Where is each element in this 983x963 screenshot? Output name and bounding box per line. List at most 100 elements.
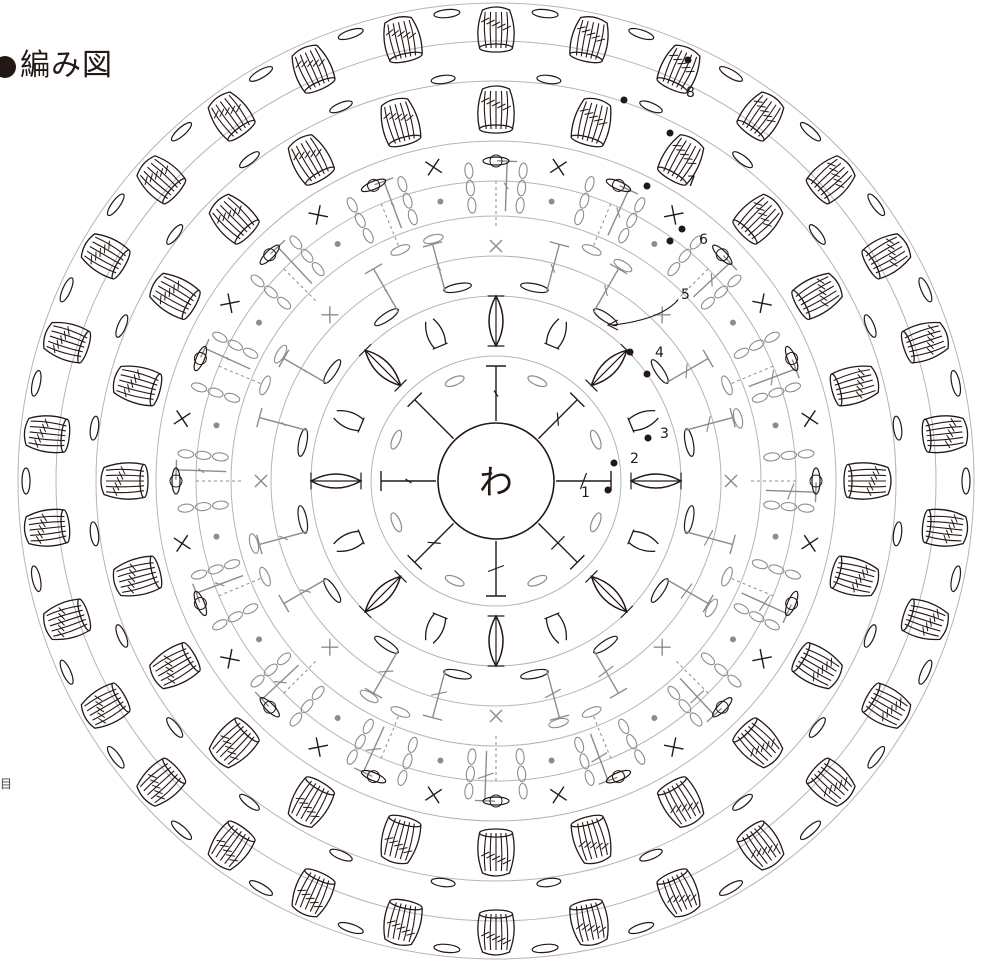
single-crochet-symbol (489, 709, 503, 723)
double-crochet-bar (706, 416, 711, 433)
single-crochet-symbol (549, 158, 568, 176)
chain-stitch-symbol (715, 700, 729, 714)
double-crochet-top (814, 482, 817, 503)
guide-circle (95, 80, 897, 882)
cluster-base (585, 570, 598, 583)
chain-stitch-symbol (768, 564, 785, 575)
chain-stitch-symbol (892, 521, 903, 547)
double-crochet-top (374, 177, 394, 186)
chain-stitch-symbol (444, 375, 465, 388)
chain-stitch-symbol (489, 154, 503, 168)
small-cluster-symbol (627, 529, 659, 553)
chain-stitch-symbol (106, 745, 125, 769)
single-crochet-symbol (801, 534, 819, 553)
chain-stitch-symbol (297, 505, 309, 534)
chain-stitch-symbol (892, 415, 903, 441)
double-crochet-top (609, 687, 628, 699)
slip-stitch-dot (256, 319, 263, 326)
chain-stitch-symbol (354, 734, 366, 750)
guide-circle (370, 355, 622, 607)
chain-stitch-symbol (273, 344, 288, 364)
double-crochet-top (474, 799, 495, 802)
double-crochet-top (722, 254, 738, 271)
double-crochet-top (619, 185, 639, 195)
tall-stitch-group-symbol (207, 820, 256, 871)
chain-stitch-symbol (784, 590, 799, 617)
chain-stitch-symbol (360, 178, 387, 193)
chain-stitch-symbol (918, 659, 933, 685)
chain-stitch-symbol (259, 375, 271, 396)
chain-stitch-symbol (780, 450, 798, 460)
single-crochet-symbol (308, 737, 329, 757)
single-crochet-symbol (801, 409, 819, 428)
tall-stitch-group-symbol (23, 415, 71, 454)
tall-stitch-group-symbol (805, 757, 856, 807)
round-5-arrow (611, 299, 679, 326)
tall-stitch-group-symbol (656, 134, 705, 186)
chain-stitch-symbol (277, 652, 292, 666)
guide-dash (283, 660, 317, 694)
slip-stitch-dot (213, 533, 220, 540)
chain-stitch-symbol (808, 717, 826, 738)
tall-stitch-group-symbol (136, 155, 187, 205)
double-crochet-top (569, 554, 585, 570)
tall-stitch-group-symbol (570, 814, 612, 865)
cluster-top (358, 605, 372, 619)
chain-stitch-symbol (639, 100, 663, 114)
chain-stitch-symbol (626, 734, 638, 750)
guide-circle (270, 255, 722, 707)
single-crochet-symbol (724, 474, 738, 488)
chain-stitch-symbol (212, 331, 228, 343)
slip-stitch-dot (651, 241, 658, 248)
chain-stitch-symbol (799, 121, 822, 142)
double-crochet-bar (758, 595, 771, 612)
tall-stitch-group-symbol (383, 16, 423, 64)
chain-stitch-symbol (397, 175, 408, 193)
chain-stitch-symbol (628, 27, 655, 41)
chain-stitch-symbol (263, 663, 278, 677)
chain-stitch-symbol (362, 718, 374, 735)
chain-stitch-symbol (359, 689, 379, 704)
chain-stitch-symbol (700, 296, 715, 310)
round-start-dot (643, 370, 651, 378)
guide-dash (675, 660, 709, 694)
round-label: 2 (630, 451, 639, 467)
guide-dash (283, 268, 317, 302)
chain-stitch-symbol (190, 382, 208, 393)
chain-stitch-symbol (227, 611, 243, 623)
double-crochet-bar (598, 665, 614, 678)
tall-stitch-group-symbol (861, 682, 912, 729)
chain-stitch-symbol (482, 156, 510, 166)
chain-stitch-symbol (443, 282, 472, 294)
double-crochet-bar (390, 202, 395, 207)
single-crochet-symbol (424, 786, 443, 804)
chain-stitch-symbol (605, 769, 632, 784)
single-crochet-symbol (220, 293, 240, 314)
chain-stitch-symbol (515, 197, 525, 214)
tall-stitch-group-symbol (149, 272, 201, 321)
chain-stitch-symbol (402, 753, 413, 770)
guide-circle (17, 2, 975, 960)
tall-stitch-group-symbol (287, 134, 336, 186)
chain-stitch-symbol (30, 565, 42, 593)
guide-dash (675, 268, 709, 302)
chain-stitch-symbol (433, 8, 461, 19)
double-crochet-top (782, 604, 792, 624)
tall-stitch-group-symbol (477, 6, 515, 53)
round-label: 6 (699, 232, 708, 248)
slip-stitch-dot (548, 757, 555, 764)
round-start-dot (626, 348, 634, 356)
double-crochet-bar (616, 207, 621, 218)
chain-stitch-symbol (212, 619, 228, 631)
double-crochet-top (702, 594, 714, 613)
chain-stitch-symbol (207, 564, 224, 575)
chain-stitch-symbol (323, 359, 342, 385)
chain-stitch-symbol (390, 429, 403, 450)
double-crochet-top (702, 349, 714, 368)
double-crochet-bar (281, 421, 286, 427)
chain-stitch-symbol (732, 793, 753, 811)
chain-stitch-symbol (433, 943, 461, 954)
tall-stitch-group-symbol (207, 91, 256, 142)
